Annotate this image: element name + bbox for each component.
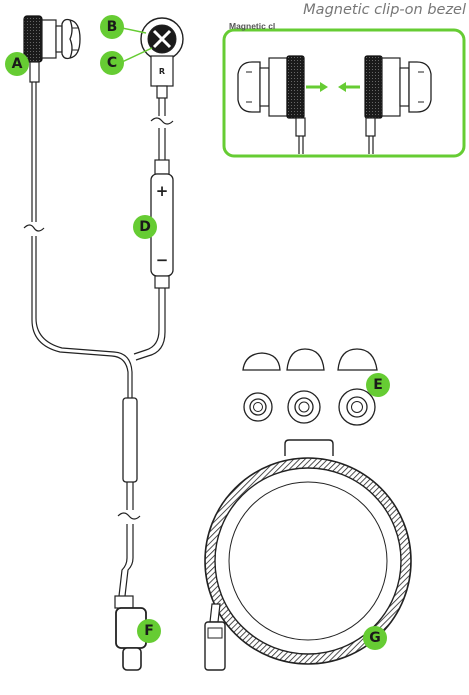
cable-break-mark	[118, 513, 140, 519]
right-earbud: R	[141, 18, 183, 98]
left-earbud	[24, 16, 80, 82]
inset-subtitle: Magnetic cl	[229, 21, 275, 31]
control-cable	[134, 288, 165, 360]
callout-g: G	[363, 626, 387, 650]
cable-break-mark	[24, 225, 44, 231]
callout-d: D	[133, 215, 157, 239]
cable-break-mark	[151, 118, 173, 124]
callout-a: A	[5, 52, 29, 76]
ear-tips	[243, 349, 377, 425]
volume-down-button: −	[156, 251, 169, 269]
volume-up-button: +	[156, 182, 169, 200]
r-side-mark: R	[159, 67, 165, 76]
cable-splitter	[123, 398, 137, 482]
magnetic-bezel-inset	[224, 30, 464, 156]
inset-title: Magnetic clip-on bezel	[286, 2, 466, 18]
callout-f: F	[137, 619, 161, 643]
callout-b: B	[100, 15, 124, 39]
callout-e: E	[366, 373, 390, 397]
left-cable	[32, 82, 132, 398]
right-cable	[159, 98, 165, 160]
callout-c: C	[100, 51, 124, 75]
